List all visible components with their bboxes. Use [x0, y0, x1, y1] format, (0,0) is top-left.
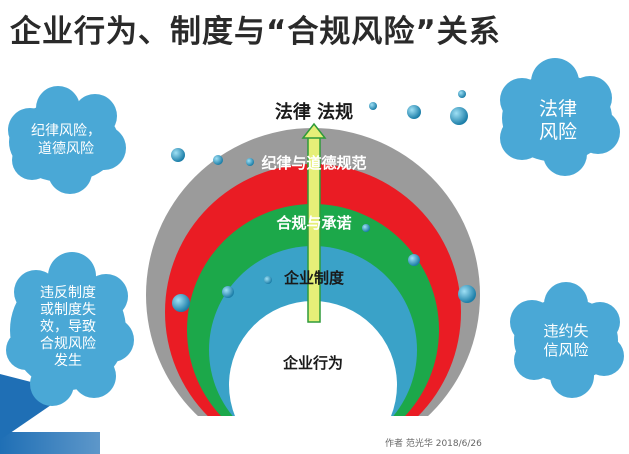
- cloud-label-discipline-risk: 纪律风险， 道德风险: [31, 123, 101, 157]
- bubble: [458, 285, 476, 303]
- bubbles: [171, 90, 476, 312]
- bubble: [172, 294, 190, 312]
- ring-label-system: 企业制度: [283, 269, 345, 287]
- bubble: [362, 224, 370, 232]
- ring-label-law: 法律 法规: [275, 101, 353, 123]
- cloud-label-legal-risk: 法律 风险: [538, 98, 577, 143]
- footer-author-date: 作者 范光华 2018/6/26: [385, 439, 482, 449]
- bubble: [408, 254, 420, 266]
- cloud-breach-risk: [510, 282, 624, 398]
- arrow-head: [301, 122, 327, 139]
- base-mask: [100, 416, 520, 454]
- cloud-system-failure-risk: [6, 252, 134, 406]
- center-circle: [229, 301, 397, 454]
- cloud-legal-risk: [500, 58, 620, 176]
- bubble: [450, 107, 468, 125]
- bubble: [171, 148, 185, 162]
- bubble: [407, 105, 421, 119]
- bubble: [222, 286, 234, 298]
- bubble: [264, 276, 272, 284]
- bubble: [213, 155, 223, 165]
- cloud-label-breach-risk: 违约失 信风险: [543, 322, 589, 359]
- bubble: [458, 90, 466, 98]
- ring-label-commitment: 合规与承诺: [275, 214, 351, 232]
- bubble: [369, 102, 377, 110]
- ring-label-discipline: 纪律与道德规范: [261, 154, 366, 172]
- page-title: 企业行为、制度与“合规风险”关系: [10, 14, 501, 50]
- center-label: 企业行为: [282, 354, 343, 372]
- bubble: [246, 158, 254, 166]
- cloud-discipline-risk: [8, 86, 126, 194]
- cloud-label-system-failure-risk: 违反制度 或制度失 效，导致 合规风险 发生: [40, 285, 96, 369]
